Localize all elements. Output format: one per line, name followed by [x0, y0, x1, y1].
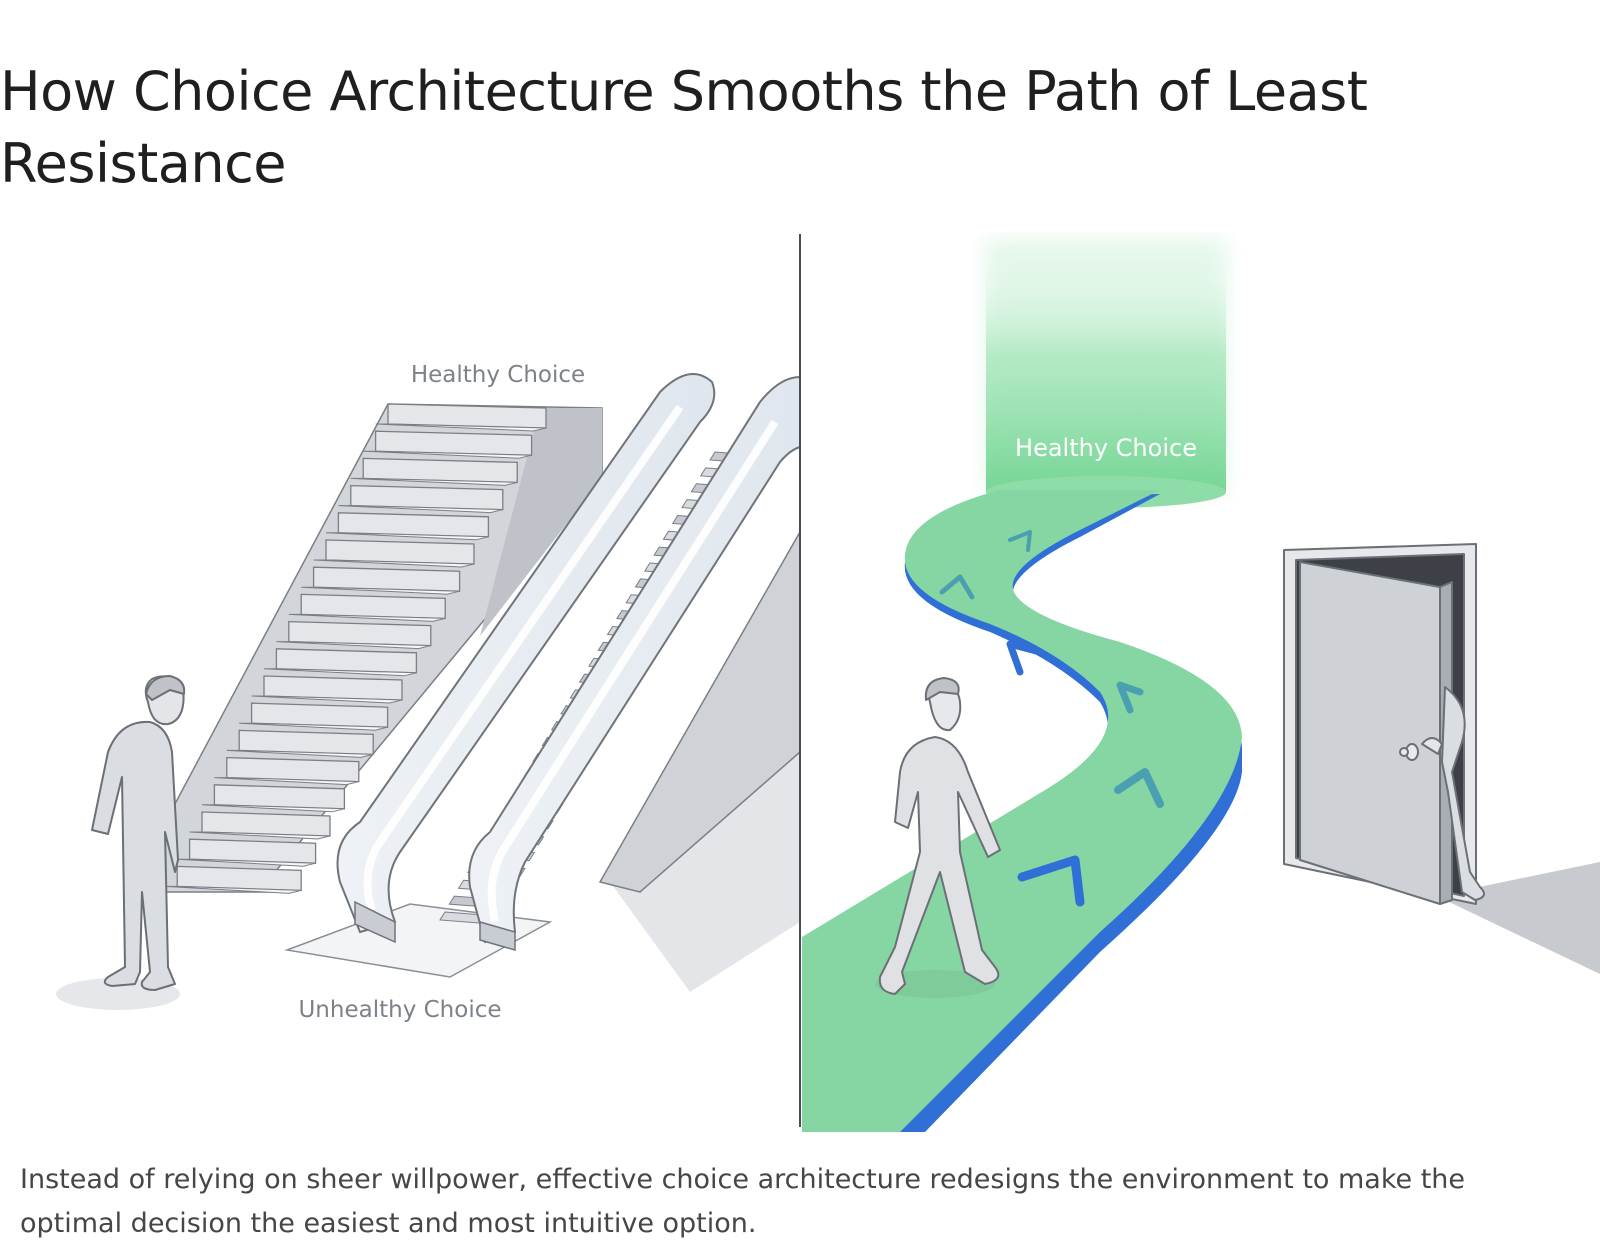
- label-unhealthy-choice-escalator: Unhealthy Choice: [298, 997, 501, 1023]
- door-icon: [1284, 544, 1600, 974]
- label-healthy-choice-stairs: Healthy Choice: [411, 362, 585, 388]
- label-healthy-choice-beam: Healthy Choice: [1015, 434, 1197, 462]
- winding-path: [802, 490, 1242, 1132]
- left-panel: Healthy Choice Unhealthy Choice: [56, 362, 800, 1023]
- figure-caption: Instead of relying on sheer willpower, e…: [20, 1158, 1540, 1246]
- person-icon: [92, 676, 184, 990]
- page-title: How Choice Architecture Smooths the Path…: [0, 56, 1420, 200]
- goal-beam: [986, 240, 1226, 508]
- choice-architecture-illustration: Healthy Choice Unhealthy Choice Healthy …: [0, 232, 1600, 1132]
- right-panel: Healthy Choice: [802, 240, 1600, 1132]
